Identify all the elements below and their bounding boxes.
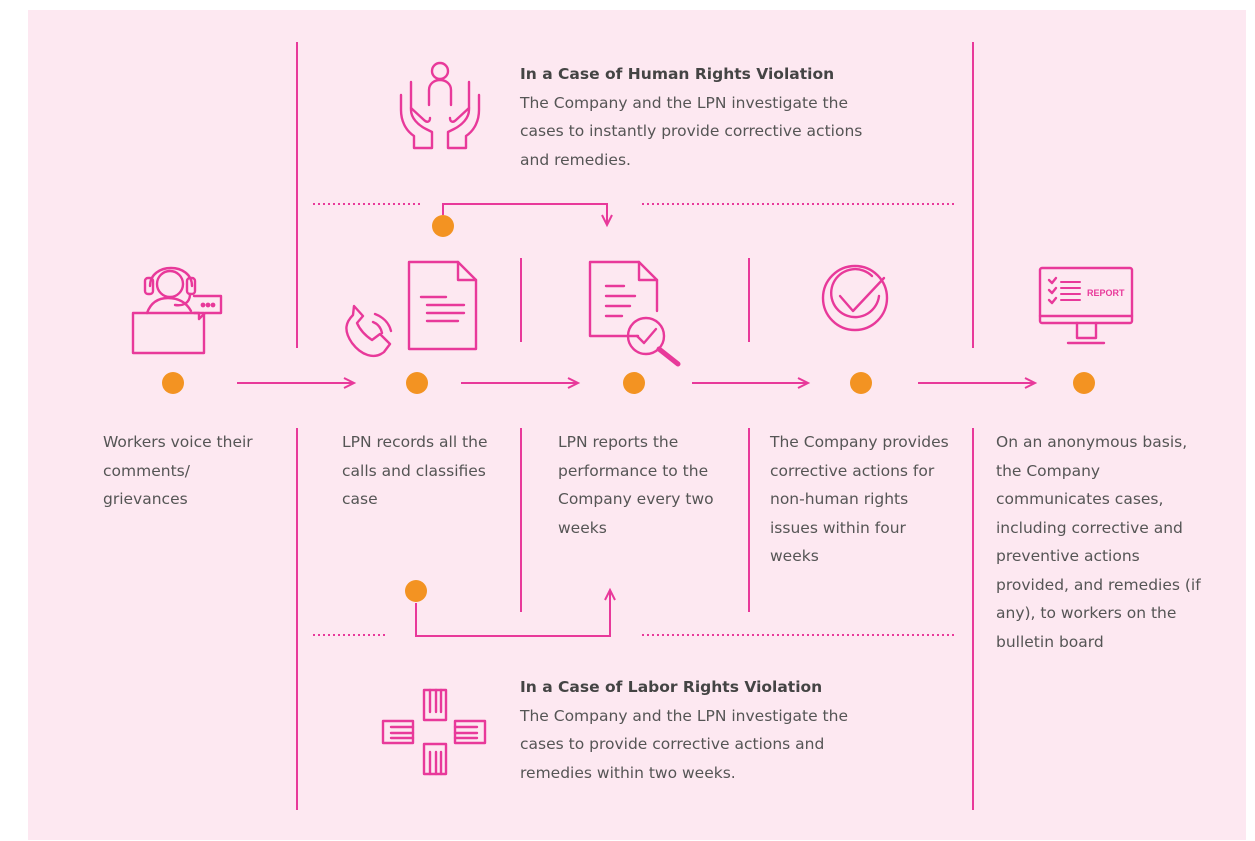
labor-rights-text: The Company and the LPN investigate the … <box>520 706 848 782</box>
step-node <box>162 372 184 394</box>
labor-rights-block: In a Case of Labor Rights Violation The … <box>520 673 890 787</box>
step-4-text: The Company provides corrective actions … <box>770 433 949 565</box>
step-node <box>1073 372 1095 394</box>
headset-worker-icon <box>131 266 223 355</box>
step-5-text: On an anonymous basis, the Company commu… <box>996 433 1201 651</box>
check-circle-icon <box>821 264 889 332</box>
human-rights-block: In a Case of Human Rights Violation The … <box>520 60 890 174</box>
monitor-report-label: REPORT <box>1087 288 1125 298</box>
diagram-background <box>28 10 1246 840</box>
labor-rights-branch-arrow <box>415 587 616 637</box>
labor-rights-title: In a Case of Labor Rights Violation <box>520 678 823 696</box>
step-node <box>406 372 428 394</box>
hands-person-icon <box>399 61 481 150</box>
step-1-text: Workers voice their comments/ grievances <box>103 433 253 508</box>
step-3-text: LPN reports the performance to the Compa… <box>558 433 714 537</box>
branch-node <box>432 215 454 237</box>
helping-hands-icon <box>381 688 487 776</box>
step-node <box>623 372 645 394</box>
human-rights-title: In a Case of Human Rights Violation <box>520 65 835 83</box>
step-2-text: LPN records all the calls and classifies… <box>342 433 488 508</box>
step-node <box>850 372 872 394</box>
document-search-icon <box>588 260 681 367</box>
human-rights-branch-arrow <box>442 203 613 228</box>
phone-document-icon <box>345 260 478 358</box>
human-rights-text: The Company and the LPN investigate the … <box>520 93 863 169</box>
monitor-report-icon <box>1038 266 1134 345</box>
branch-node <box>405 580 427 602</box>
